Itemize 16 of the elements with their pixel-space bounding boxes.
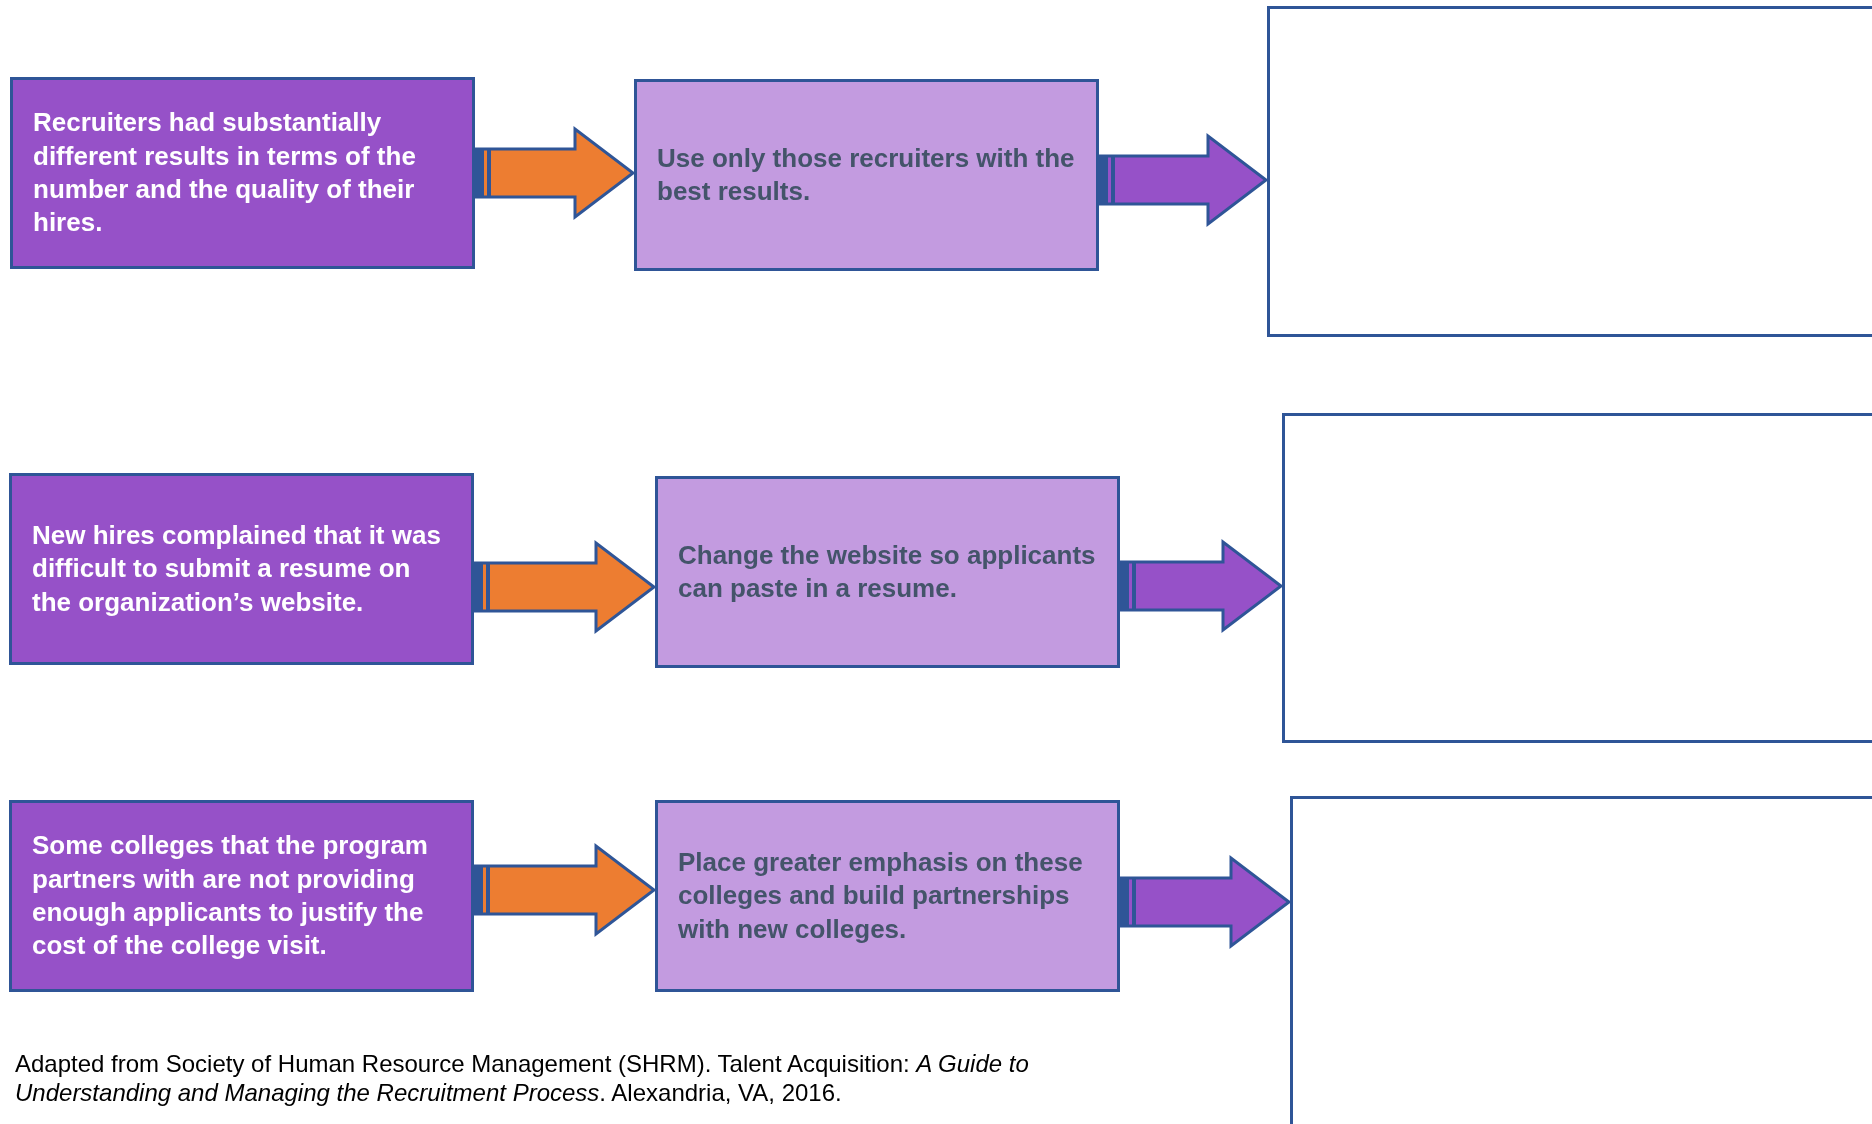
problem-box	[9, 800, 474, 992]
box-text: Place greater emphasis on these colleges and build partnerships with new colleges.	[678, 846, 1084, 946]
box-text: New hires complained that it was difficult to submit a resume on the organization’s website.	[32, 519, 442, 619]
solution-box	[634, 79, 1099, 271]
empty-box	[1267, 6, 1872, 337]
source-caption: Adapted from Society of Human Resource Management (SHRM). Talent Acquisition: A Guide to Understanding and Managing the Recruitment Process. Alexandria, VA, 2016.	[15, 1050, 1030, 1108]
box-text: Change the website so applicants can paste in a resume.	[678, 538, 1097, 605]
solution-box	[655, 800, 1120, 992]
box-text: Some colleges that the program partners with are not providing enough applicants to justify the cost of the college visit.	[32, 829, 429, 963]
solution-box	[655, 476, 1120, 668]
problem-box	[10, 77, 475, 269]
box-text: Use only those recruiters with the best results.	[657, 141, 1076, 208]
empty-box	[1282, 413, 1872, 743]
box-text: Recruiters had substantially different results in terms of the number and the quality of their hires.	[33, 106, 417, 240]
empty-box	[1290, 796, 1872, 1124]
problem-box	[9, 473, 474, 665]
